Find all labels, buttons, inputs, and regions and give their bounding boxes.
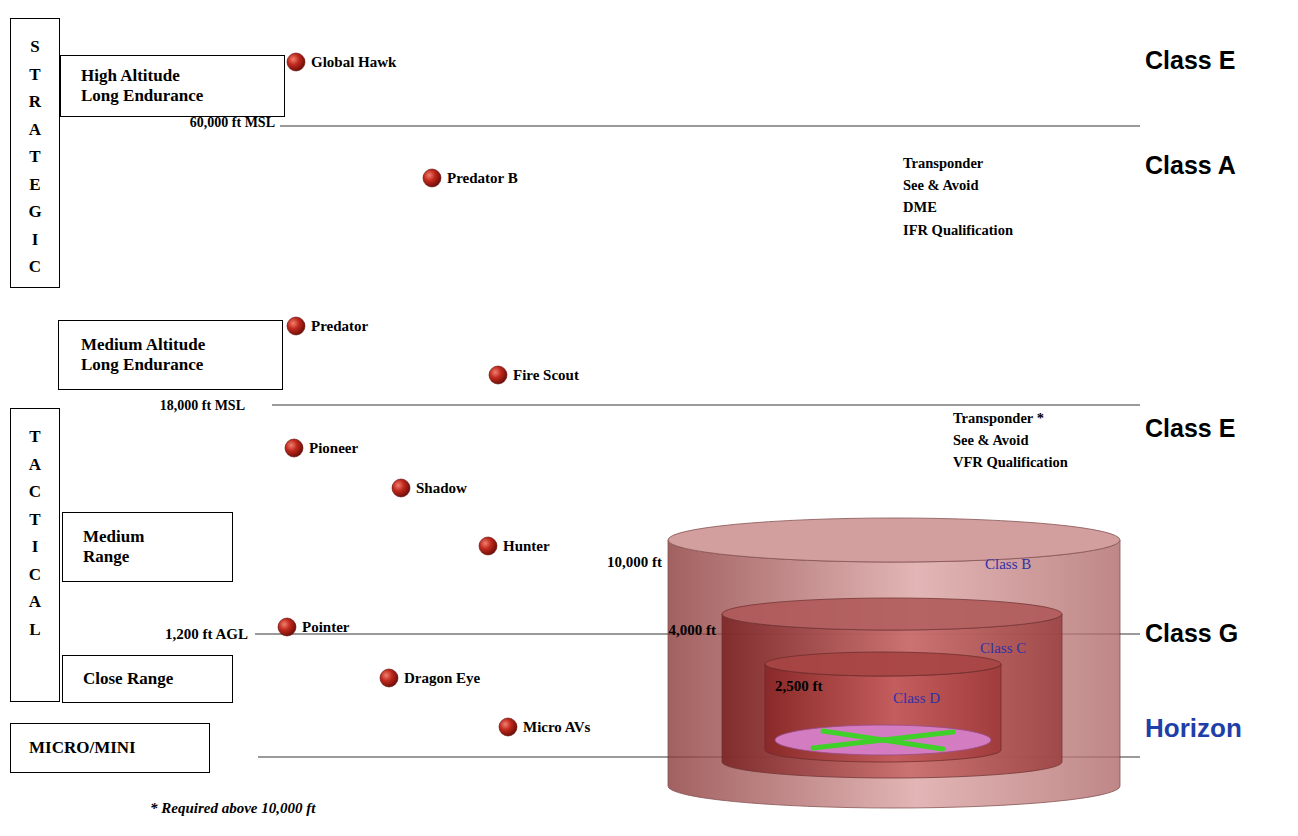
- requirement-item: Transponder: [903, 155, 983, 172]
- class-box: Medium Altitude Long Endurance: [58, 320, 283, 390]
- uav-dot: [284, 438, 304, 458]
- category-label: TACTICAL: [27, 423, 44, 643]
- uav-dot: [488, 365, 508, 385]
- uav-name: Global Hawk: [311, 54, 396, 71]
- requirement-item: DME: [903, 199, 937, 216]
- airport-ground: [775, 725, 991, 755]
- uav-dot: [379, 668, 399, 688]
- altitude-label: 1,200 ft AGL: [165, 626, 248, 643]
- uav-name: Pointer: [302, 619, 349, 636]
- requirement-item: See & Avoid: [903, 177, 978, 194]
- uav-dot: [392, 479, 410, 497]
- cylinder-body: [668, 540, 1120, 808]
- uav-name: Shadow: [416, 480, 467, 497]
- altitude-label: 60,000 ft MSL: [190, 115, 275, 131]
- category-label: High Altitude Long Endurance: [81, 66, 219, 105]
- category-box: STRATEGIC: [10, 18, 60, 288]
- uav-dot: [286, 316, 306, 336]
- uav-dot: [287, 317, 305, 335]
- uav-marker: Fire Scout: [488, 365, 508, 385]
- cylinder-shape: [765, 652, 1001, 762]
- class-box: High Altitude Long Endurance: [60, 55, 285, 117]
- airspace-class: Class G: [1145, 619, 1238, 648]
- uav-marker: Dragon Eye: [379, 668, 399, 688]
- uav-dot: [278, 618, 296, 636]
- airspace-class: Class E: [1145, 414, 1235, 443]
- altitude-line: [272, 404, 1140, 406]
- altitude-label: 18,000 ft MSL: [160, 398, 245, 414]
- airspace-class: Class E: [1145, 46, 1235, 75]
- ceiling-label: 2,500 ft: [775, 678, 823, 695]
- category-label: Medium Range: [83, 527, 168, 566]
- cylinder-top: [668, 518, 1120, 562]
- uav-name: Fire Scout: [513, 367, 579, 384]
- ceiling-label: 4,000 ft: [669, 622, 717, 639]
- uav-marker: Micro AVs: [498, 717, 518, 737]
- uav-dot: [498, 717, 518, 737]
- uav-dot: [422, 168, 442, 188]
- runway: [813, 732, 953, 748]
- uav-name: Predator: [311, 318, 368, 335]
- runway: [823, 731, 943, 749]
- uav-marker: Pioneer: [284, 438, 304, 458]
- airspace-class: Class B: [985, 556, 1031, 573]
- uav-marker: Shadow: [391, 478, 411, 498]
- airspace-class: Class A: [1145, 151, 1236, 180]
- uav-marker: Global Hawk: [286, 52, 306, 72]
- uav-name: Hunter: [503, 538, 550, 555]
- airspace-cylinder: 2,500 ftClass D4,000 ftClass C10,000 ftC…: [668, 518, 1120, 808]
- class-box: Close Range: [62, 655, 233, 703]
- uav-marker: Pointer: [277, 617, 297, 637]
- uav-dot: [489, 366, 507, 384]
- altitude-line: [280, 125, 1140, 127]
- uav-marker: Hunter: [478, 536, 498, 556]
- uav-dot: [423, 169, 441, 187]
- airspace-class: Class C: [980, 640, 1026, 657]
- cylinder-top: [765, 652, 1001, 676]
- category-box: TACTICAL: [10, 408, 60, 702]
- category-label: MICRO/MINI: [29, 738, 136, 758]
- uav-dot: [287, 53, 305, 71]
- uav-marker: Predator B: [422, 168, 442, 188]
- uav-name: Pioneer: [309, 440, 358, 457]
- uav-dot: [286, 52, 306, 72]
- uav-dot: [285, 439, 303, 457]
- airspace-cylinder: 2,500 ftClass D4,000 ftClass C: [722, 598, 1062, 778]
- requirement-item: IFR Qualification: [903, 222, 1013, 239]
- uav-dot: [391, 478, 411, 498]
- cylinder-body: [765, 664, 1001, 762]
- uav-dot: [479, 537, 497, 555]
- uav-dot: [499, 718, 517, 736]
- footnote: * Required above 10,000 ft: [150, 800, 315, 817]
- class-box: MICRO/MINI: [10, 723, 210, 773]
- uav-name: Predator B: [447, 170, 518, 187]
- uav-marker: Predator: [286, 316, 306, 336]
- class-box: Medium Range: [62, 512, 233, 582]
- cylinder-body: [722, 614, 1062, 778]
- uav-dot: [478, 536, 498, 556]
- requirement-item: VFR Qualification: [953, 454, 1068, 471]
- uav-name: Micro AVs: [523, 719, 590, 736]
- requirement-item: See & Avoid: [953, 432, 1028, 449]
- category-label: Close Range: [83, 669, 173, 689]
- uav-dot: [380, 669, 398, 687]
- requirement-item: Transponder *: [953, 410, 1044, 427]
- uav-name: Dragon Eye: [404, 670, 480, 687]
- cylinder-top: [722, 598, 1062, 630]
- ceiling-label: 10,000 ft: [607, 554, 662, 571]
- uav-dot: [277, 617, 297, 637]
- category-label: Medium Altitude Long Endurance: [81, 335, 219, 374]
- airspace-class: Class D: [893, 690, 940, 707]
- category-label: STRATEGIC: [27, 33, 44, 281]
- airspace-cylinder: 2,500 ft Class D: [765, 652, 1001, 762]
- horizon-label: Horizon: [1145, 713, 1242, 744]
